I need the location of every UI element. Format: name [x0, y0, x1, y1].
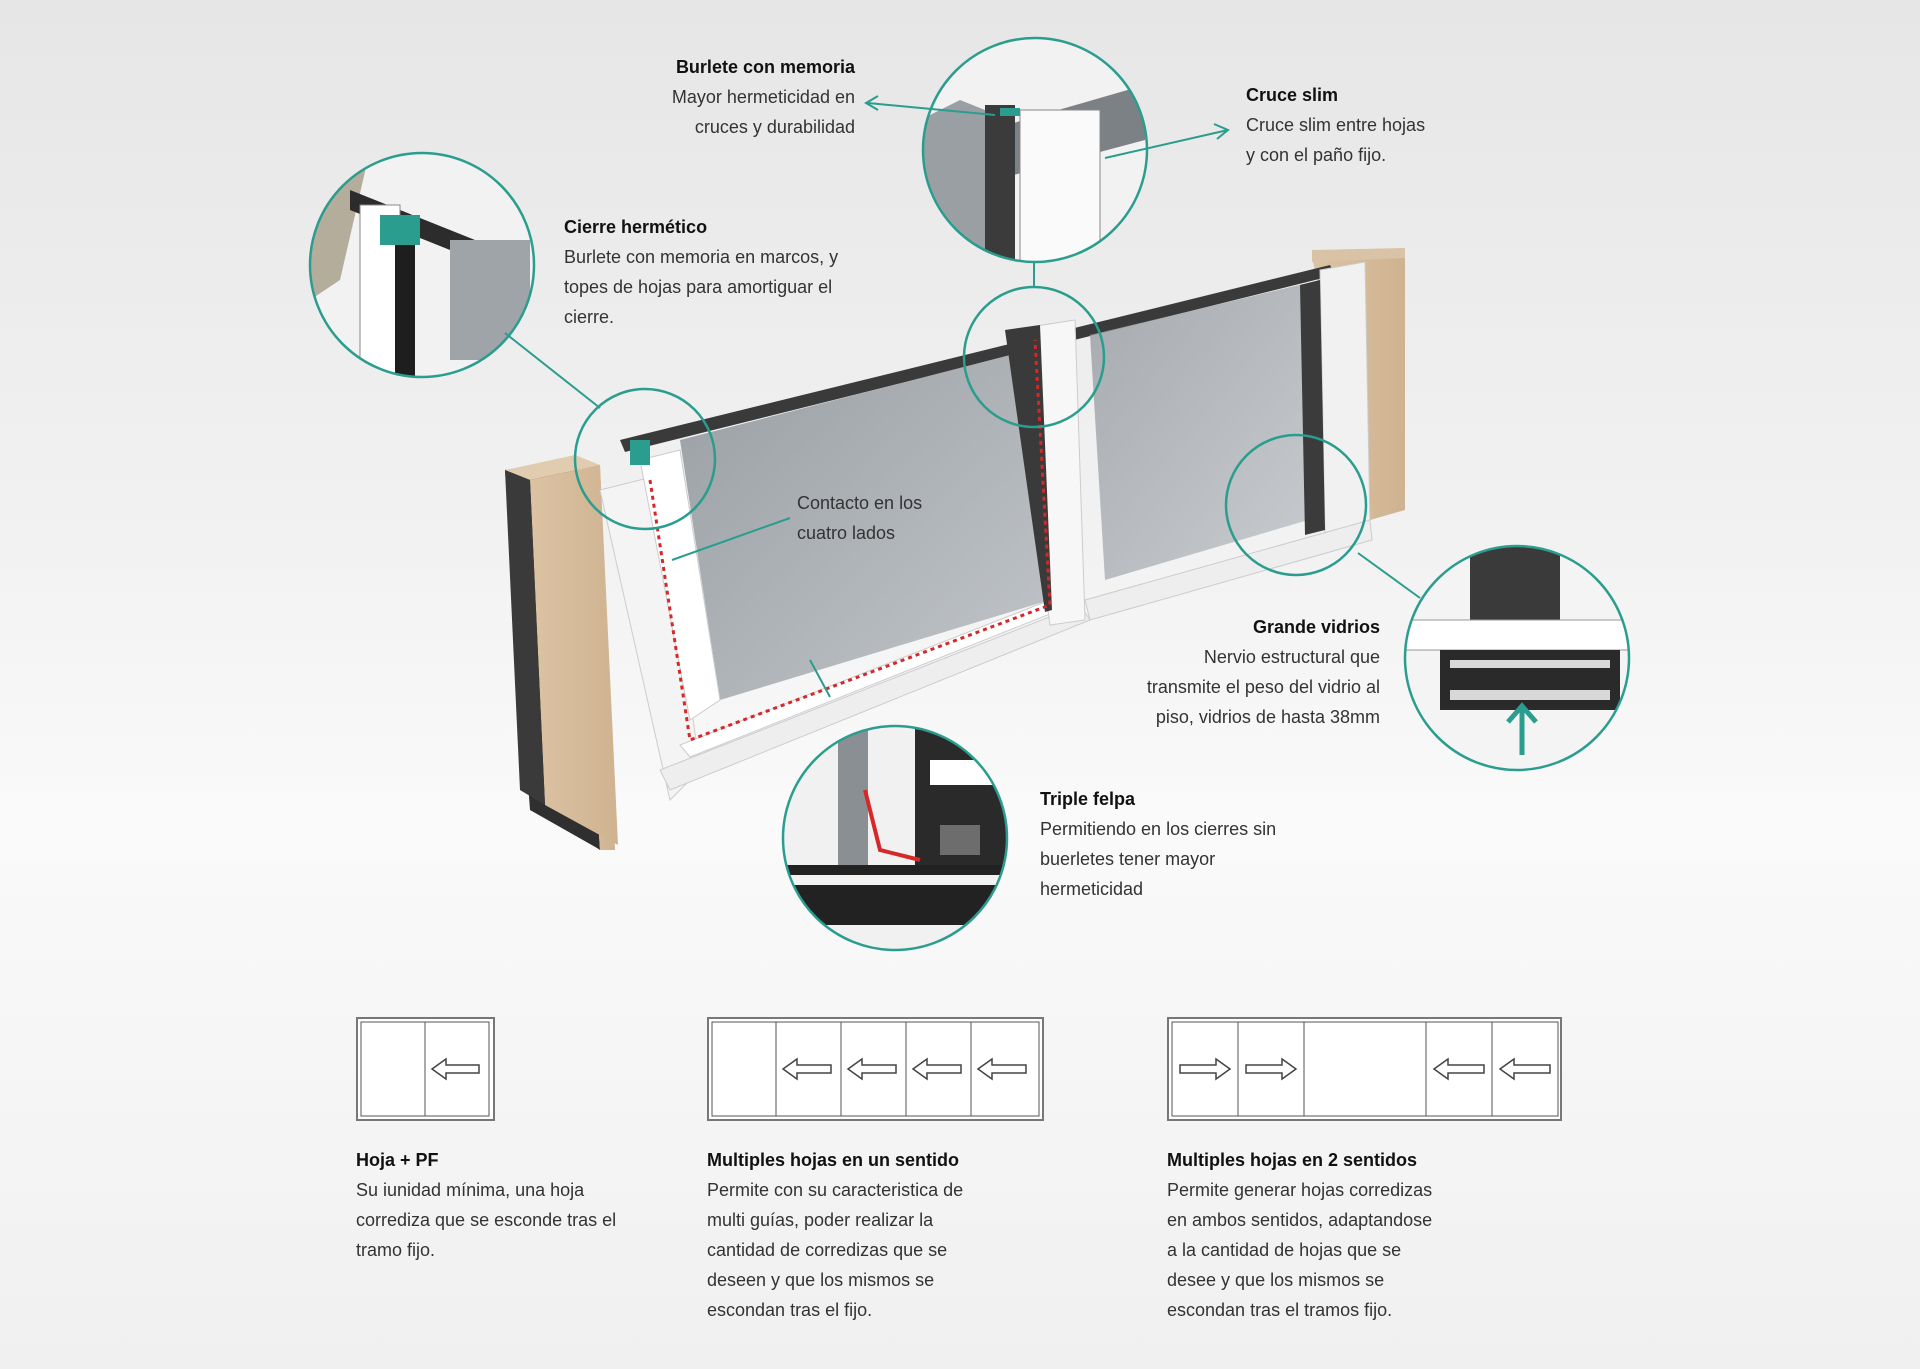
callout-burlete: Burlete con memoria Mayor hermeticidad e…: [672, 52, 855, 142]
config-diagram-2: [707, 1017, 1044, 1121]
callout-cierre-body: Burlete con memoria en marcos, y topes d…: [564, 247, 839, 327]
callout-cruce-body: Cruce slim entre hojas y con el paño fij…: [1246, 115, 1426, 165]
arrow-left-icon: [911, 1057, 962, 1081]
callout-burlete-title: Burlete con memoria: [675, 57, 855, 77]
callout-triple: Triple felpa Permitiendo en los cierres …: [1040, 784, 1276, 904]
arrow-left-icon: [976, 1057, 1027, 1081]
callout-contacto: Contacto en los cuatro lados: [797, 493, 923, 543]
arrow-left-icon: [1498, 1057, 1551, 1081]
callout-triple-body: Permitiendo en los cierres sin buerletes…: [1040, 819, 1277, 899]
zoom-grande-vidrios: [1403, 544, 1631, 772]
callout-cruce-title: Cruce slim: [1246, 85, 1339, 105]
arrow-left-icon: [430, 1057, 480, 1081]
config-caption-1: Hoja + PF Su iunidad mínima, una hoja co…: [356, 1145, 616, 1265]
config-title-2: Multiples hojas en un sentido: [707, 1150, 960, 1170]
callout-burlete-body: Mayor hermeticidad en cruces y durabilid…: [671, 87, 855, 137]
callout-cierre-title: Cierre hermético: [564, 217, 708, 237]
locator-circle-cierre: [573, 387, 717, 531]
arrow-left-icon: [846, 1057, 897, 1081]
arrow-right-icon: [1179, 1057, 1232, 1081]
locator-circle-grande: [1224, 433, 1368, 577]
config-diagram-1: [356, 1017, 495, 1121]
window-3d-render: [505, 248, 1405, 850]
config-body-3: Permite generar hojas corredizas en ambo…: [1167, 1180, 1433, 1320]
zoom-triple-felpa: [781, 724, 1009, 952]
callout-cruce: Cruce slim Cruce slim entre hojas y con …: [1246, 80, 1425, 170]
arrow-right-icon: [1245, 1057, 1298, 1081]
config-body-1: Su iunidad mínima, una hoja corrediza qu…: [356, 1180, 617, 1260]
zoom-cruce-slim: [921, 36, 1149, 264]
callout-grande: Grande vidrios Nervio estructural que tr…: [1147, 612, 1380, 732]
config-title-3: Multiples hojas en 2 sentidos: [1167, 1150, 1418, 1170]
config-diagram-3: [1167, 1017, 1562, 1121]
config-body-2: Permite con su caracteristica de multi g…: [707, 1180, 964, 1320]
callout-grande-title: Grande vidrios: [1252, 617, 1380, 637]
callout-grande-body: Nervio estructural que transmite el peso…: [1146, 647, 1380, 727]
zoom-cierre-hermetico: [308, 151, 536, 379]
config-caption-2: Multiples hojas en un sentido Permite co…: [707, 1145, 963, 1325]
config-caption-3: Multiples hojas en 2 sentidos Permite ge…: [1167, 1145, 1432, 1325]
callout-cierre: Cierre hermético Burlete con memoria en …: [564, 212, 838, 332]
arrow-left-icon: [781, 1057, 832, 1081]
callout-triple-title: Triple felpa: [1040, 789, 1136, 809]
arrow-left-icon: [1432, 1057, 1485, 1081]
config-title-1: Hoja + PF: [356, 1150, 439, 1170]
connector-lines: [504, 95, 1421, 698]
